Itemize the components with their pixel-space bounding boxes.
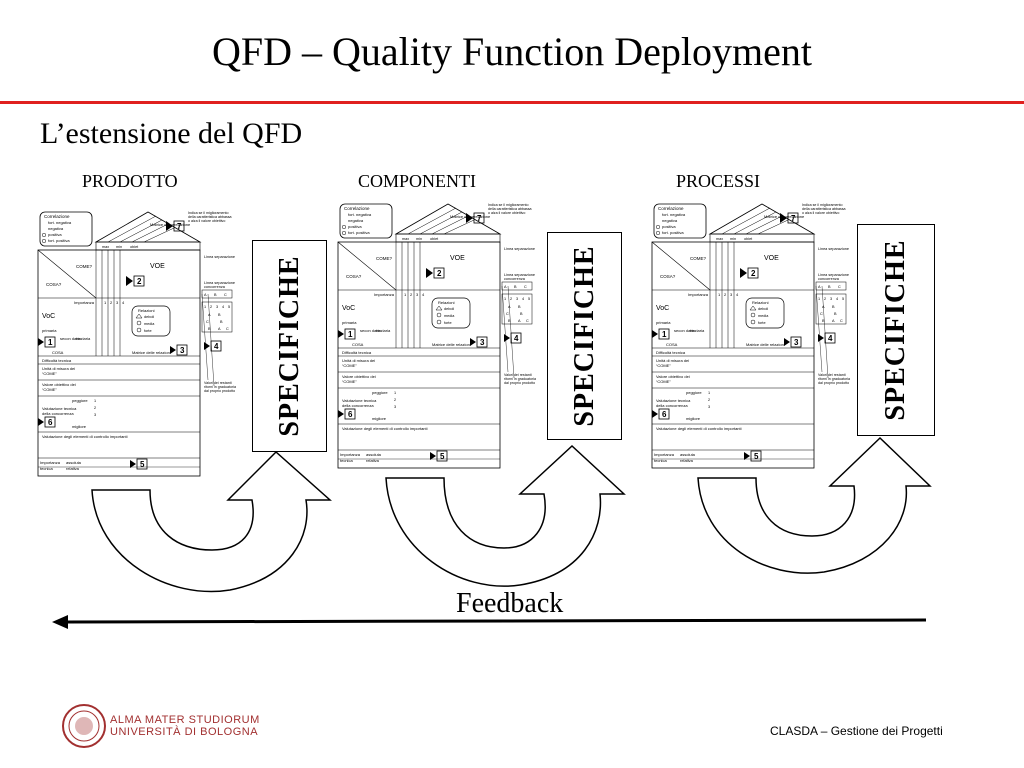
feedback-arrow-head: [52, 615, 68, 629]
column-header-prodotto: PRODOTTO: [82, 171, 178, 191]
specifiche-label: SPECIFICHE: [273, 255, 305, 437]
specifiche-box-3: SPECIFICHE: [857, 224, 935, 436]
specifiche-box-2: SPECIFICHE: [547, 232, 622, 440]
specifiche-label: SPECIFICHE: [568, 245, 600, 427]
university-logo-text: ALMA MATER STUDIORUM UNIVERSITÀ DI BOLOG…: [110, 714, 260, 738]
column-header-processi: PROCESSI: [676, 171, 761, 191]
column-header-componenti: COMPONENTI: [358, 171, 477, 191]
logo-line-1: ALMA MATER STUDIORUM: [110, 714, 260, 726]
page-subtitle: L’estensione del QFD: [40, 117, 303, 150]
page-title: QFD – Quality Function Deployment: [212, 29, 812, 74]
feedback-arrow-line: [65, 618, 927, 624]
specifiche-label: SPECIFICHE: [880, 239, 911, 421]
curved-arrow-2: [385, 444, 626, 587]
feedback-label: Feedback: [456, 588, 564, 619]
qfd-form-prodotto: [37, 205, 249, 479]
qfd-form-componenti: [337, 197, 549, 471]
qfd-form-processi: [651, 197, 863, 471]
title-rule: [0, 101, 1024, 104]
footer-course-name: CLASDA – Gestione dei Progetti: [770, 724, 943, 738]
curved-arrow-3: [697, 436, 932, 574]
curved-arrow-1: [91, 450, 332, 593]
university-seal-icon: [62, 704, 106, 748]
specifiche-box-1: SPECIFICHE: [252, 240, 327, 452]
logo-line-2: UNIVERSITÀ DI BOLOGNA: [110, 726, 259, 738]
